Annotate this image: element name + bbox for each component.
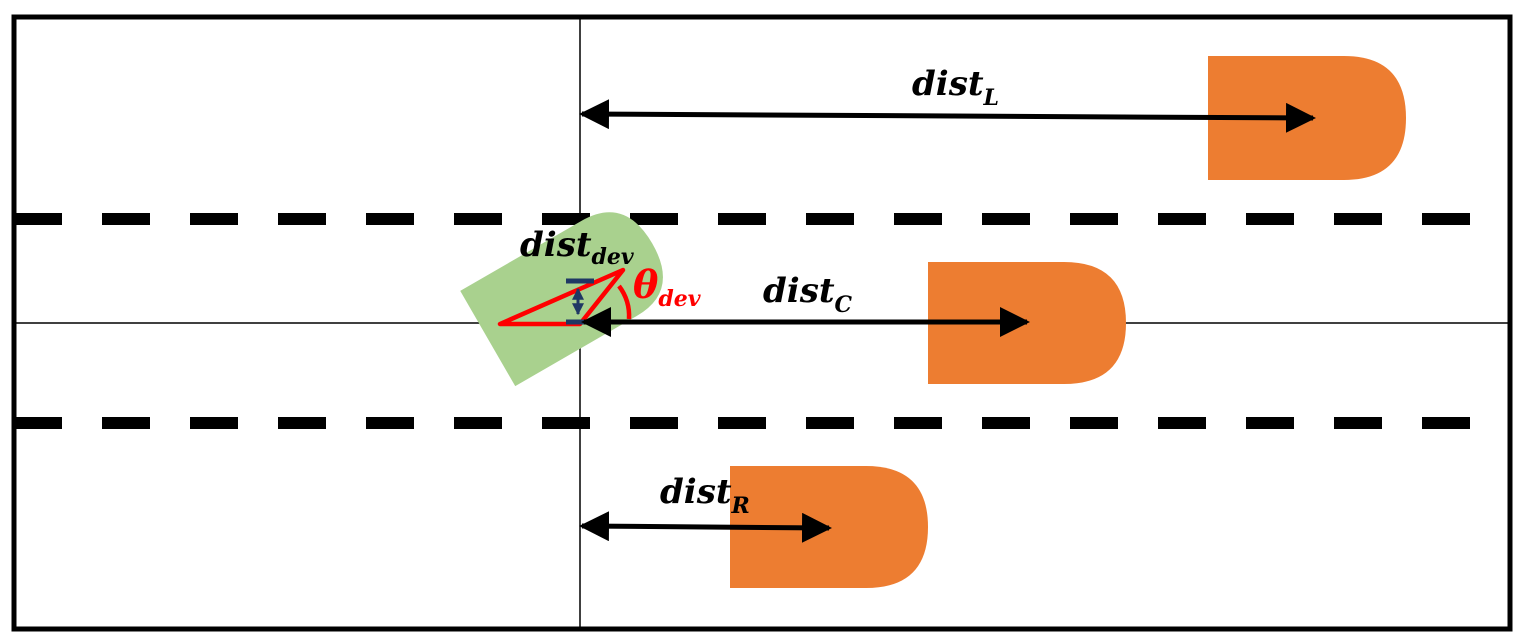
dist-l-arrow [579,99,1316,133]
dist-c-label: distC [763,271,853,318]
dist-dev-label: distdev [520,225,634,270]
theta-dev-label: θdev [633,262,701,312]
dist-r-arrow [579,511,832,543]
theta-triangle [497,267,626,327]
dist-l-label: distL [912,64,999,111]
dist-r-label: distR [660,472,750,519]
